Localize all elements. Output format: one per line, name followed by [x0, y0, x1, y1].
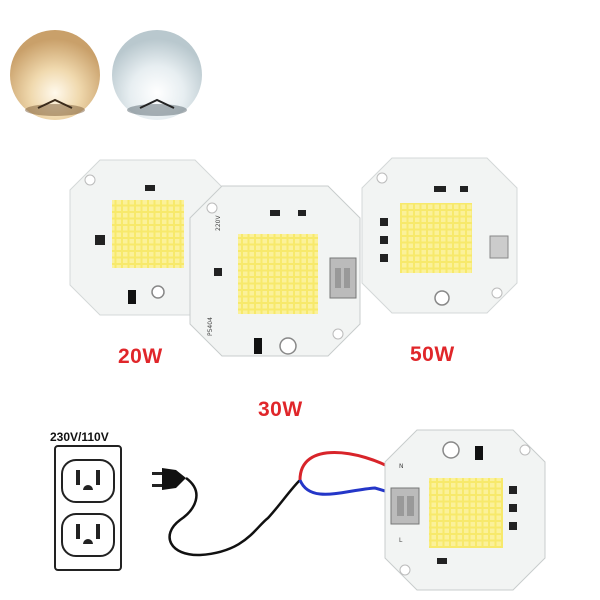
led-array: [400, 203, 472, 273]
led-array: [112, 200, 184, 268]
cool-white-glow: [112, 30, 202, 120]
watt-label-50w: 50W: [410, 343, 455, 366]
led-array: [429, 478, 503, 548]
pcb-terminal-n: N: [399, 463, 404, 470]
power-cord: [168, 476, 301, 557]
cob-chip-50w: [361, 157, 518, 314]
cob-chip-wired: N L: [384, 429, 546, 591]
neutral-wire: [298, 479, 403, 498]
cob-chip-30w: P5404 220V: [189, 185, 361, 357]
cob-chip-20w: [69, 159, 226, 316]
led-array: [238, 234, 318, 314]
wall-outlet: [54, 445, 122, 571]
pcb-terminal-l: L: [399, 537, 403, 544]
watt-label-30w: 30W: [258, 398, 303, 421]
power-plug: [152, 468, 186, 490]
warm-white-glow: [10, 30, 100, 120]
pcb-voltage-text: 220V: [215, 215, 222, 231]
watt-label-20w: 20W: [118, 345, 163, 368]
pcb-model-text: P5404: [207, 317, 214, 336]
outlet-voltage-label: 230V/110V: [50, 430, 109, 444]
